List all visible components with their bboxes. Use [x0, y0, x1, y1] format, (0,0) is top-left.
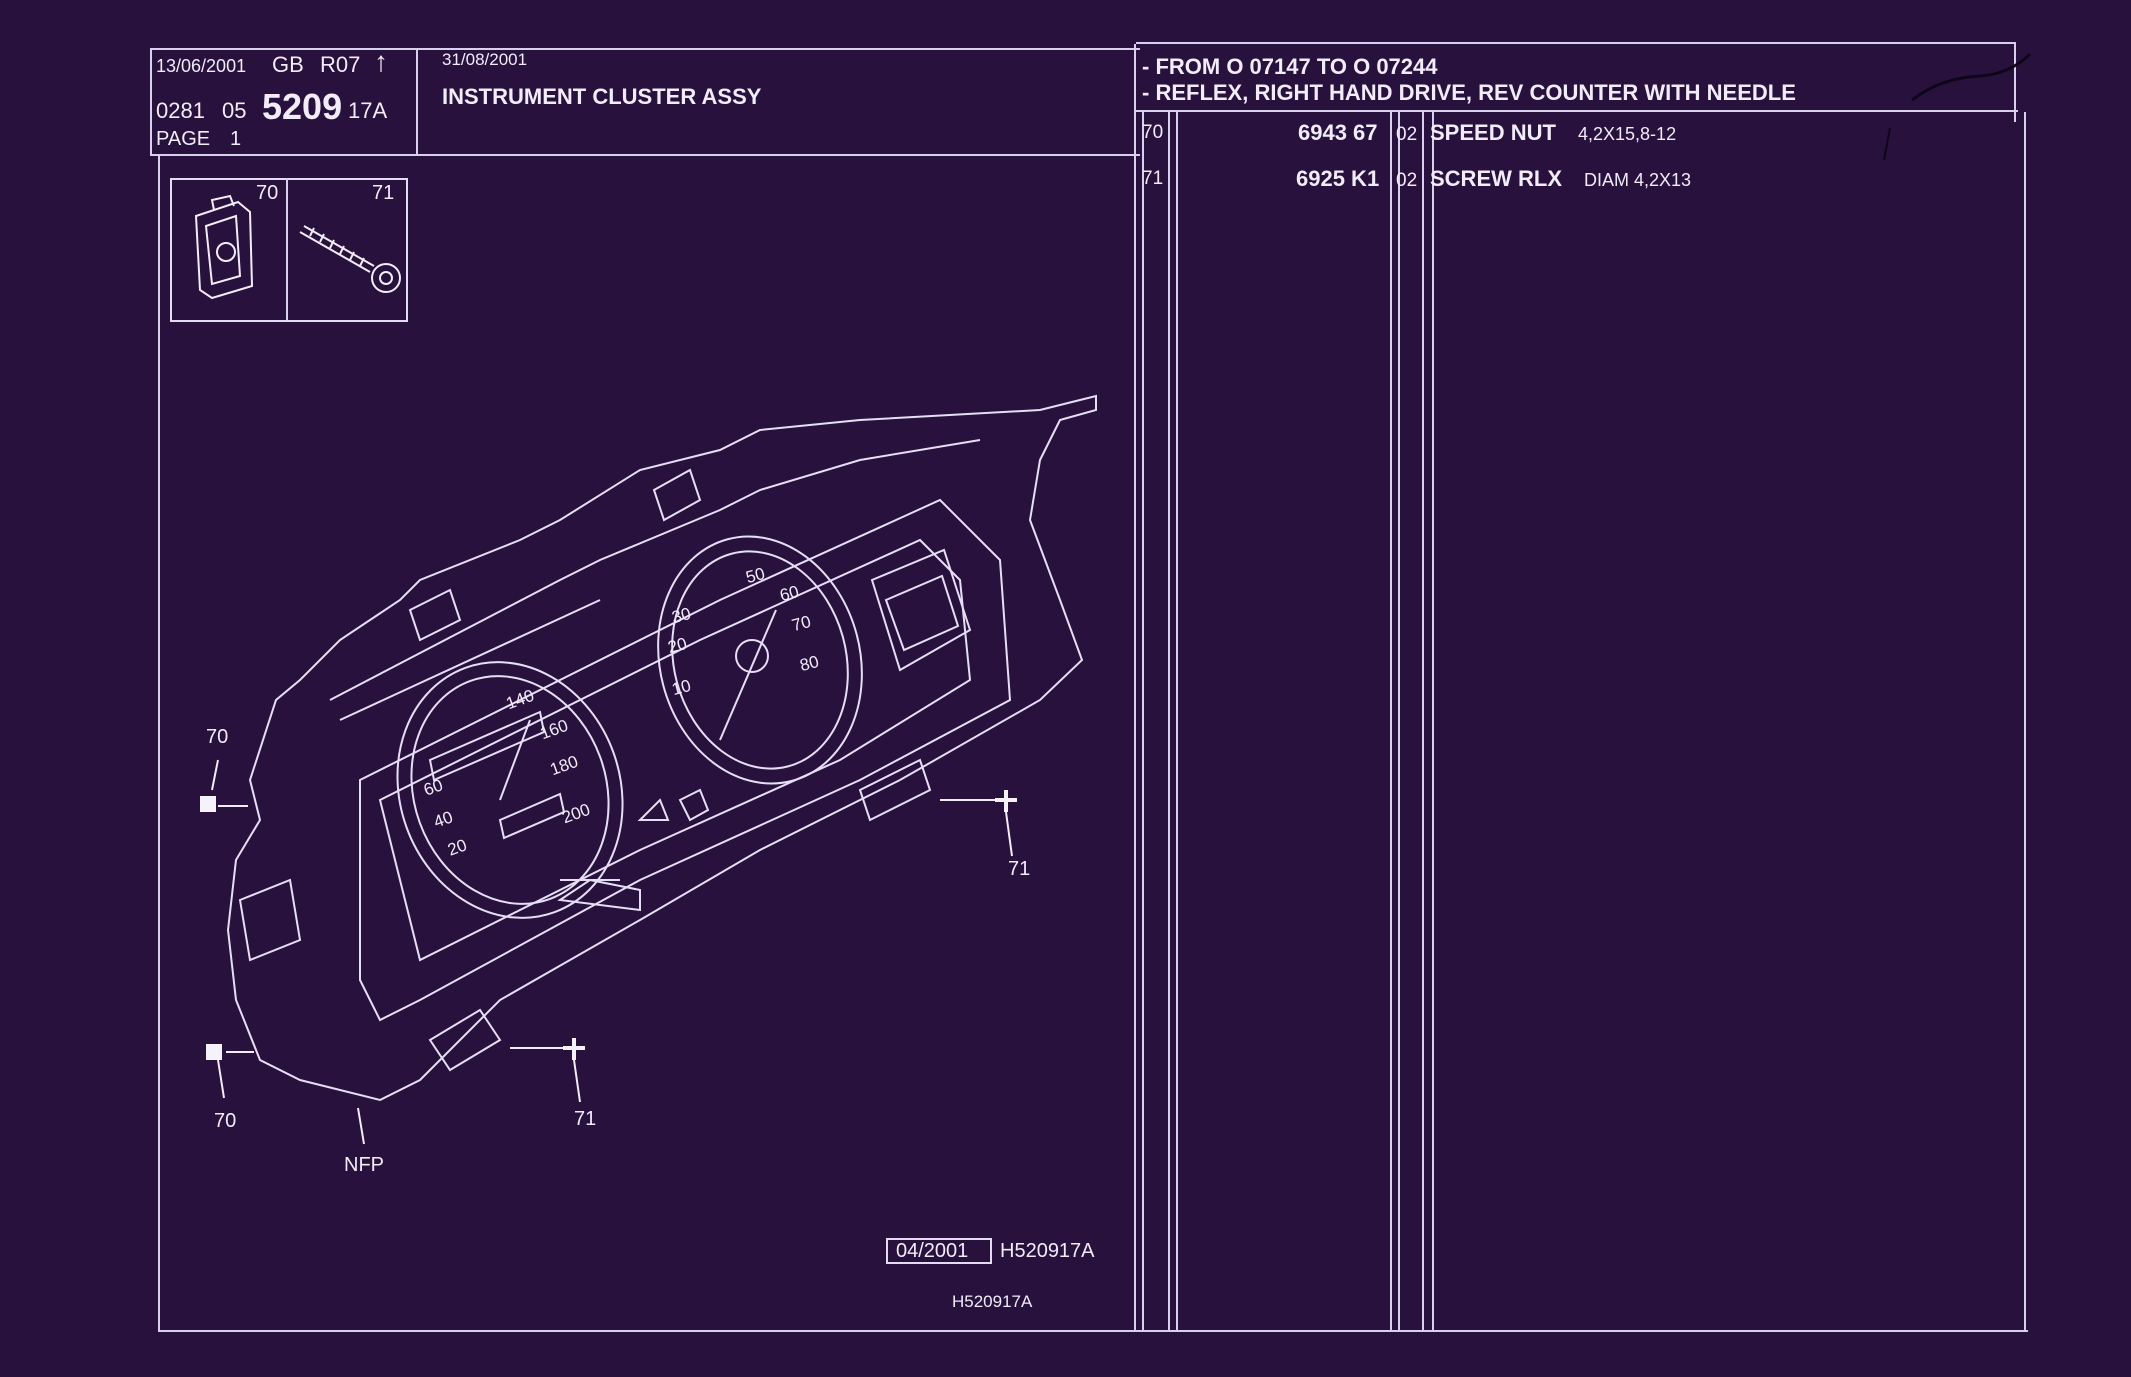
part-name: SPEED NUT: [1430, 120, 1556, 145]
screw-marker: [563, 790, 1017, 1060]
header-bottom-line: [150, 154, 1140, 156]
applicability-variant: - REFLEX, RIGHT HAND DRIVE, REV COUNTER …: [1142, 80, 1796, 105]
drawing-ref-small: H520917A: [952, 1292, 1033, 1311]
thumbnail-box: [170, 178, 408, 322]
drawing-date-box: [886, 1238, 992, 1264]
language-code: GB: [272, 52, 304, 77]
instrument-cluster-drawing: [226, 394, 1097, 1102]
page-label: PAGE: [156, 128, 211, 150]
callout-leaders: [211, 759, 1013, 1145]
revision-code: R07: [320, 52, 361, 77]
page-number: 1: [230, 128, 242, 150]
speed-nut-icon: [194, 194, 254, 300]
col-line-qty: [1390, 112, 1392, 1332]
col-line-name-b: [1432, 112, 1434, 1332]
up-arrow-icon: ↑: [374, 46, 388, 77]
thumbnail-label-70: 70: [256, 182, 279, 204]
drawing-ref: H520917A: [1000, 1240, 1095, 1262]
col-line-qty-b: [1398, 112, 1400, 1332]
part-name: SCREW RLX: [1430, 166, 1562, 191]
ref-group: 05: [222, 98, 247, 123]
frame-left: [150, 48, 152, 156]
frame-top-left: [150, 48, 1140, 50]
panel-divider: [1134, 44, 1136, 1332]
quantity: 02: [1396, 170, 1418, 191]
screw-icon: [299, 225, 401, 293]
callout-label-nfp: NFP: [344, 1154, 384, 1176]
thumbnail-label-71: 71: [372, 182, 395, 204]
page-title: INSTRUMENT CLUSTER ASSY: [442, 84, 762, 109]
ref-prefix: 0281: [156, 98, 205, 123]
frame-right: [2014, 42, 2016, 122]
parts-header-line: [1136, 110, 2018, 112]
frame-left-lower: [158, 156, 160, 1332]
col-line-ref: [1168, 112, 1170, 1332]
ref-number: 5209: [262, 86, 343, 127]
callout-label-70: 70: [206, 726, 229, 748]
issue-date: 31/08/2001: [442, 50, 528, 69]
ref-suffix: 17A: [348, 98, 388, 123]
item-number: 70: [1142, 122, 1164, 143]
callout-label-71: 71: [574, 1108, 597, 1130]
frame-bottom: [158, 1330, 2028, 1332]
part-spec: DIAM 4,2X13: [1584, 170, 1692, 190]
frame-right-lower: [2024, 112, 2026, 1332]
col-line-name: [1422, 112, 1424, 1332]
item-number: 71: [1142, 168, 1164, 189]
print-date: 13/06/2001: [156, 56, 247, 76]
part-reference[interactable]: 6943 67: [1298, 120, 1378, 145]
callout-label-71: 71: [1008, 858, 1031, 880]
speed-nut-marker: [200, 796, 222, 1060]
panel-divider-2: [1142, 112, 1144, 1332]
drawing-date: 04/2001: [896, 1240, 969, 1262]
thumbnail-divider: [286, 178, 288, 320]
part-spec: 4,2X15,8-12: [1578, 124, 1677, 144]
col-line-ref-b: [1176, 112, 1178, 1332]
frame-top-right: [1136, 42, 2016, 44]
callout-label-70: 70: [214, 1110, 237, 1132]
header-separator-v: [416, 48, 418, 156]
applicability-range: - FROM O 07147 TO O 07244: [1142, 54, 1438, 79]
quantity: 02: [1396, 124, 1418, 145]
part-reference[interactable]: 6925 K1: [1296, 166, 1380, 191]
